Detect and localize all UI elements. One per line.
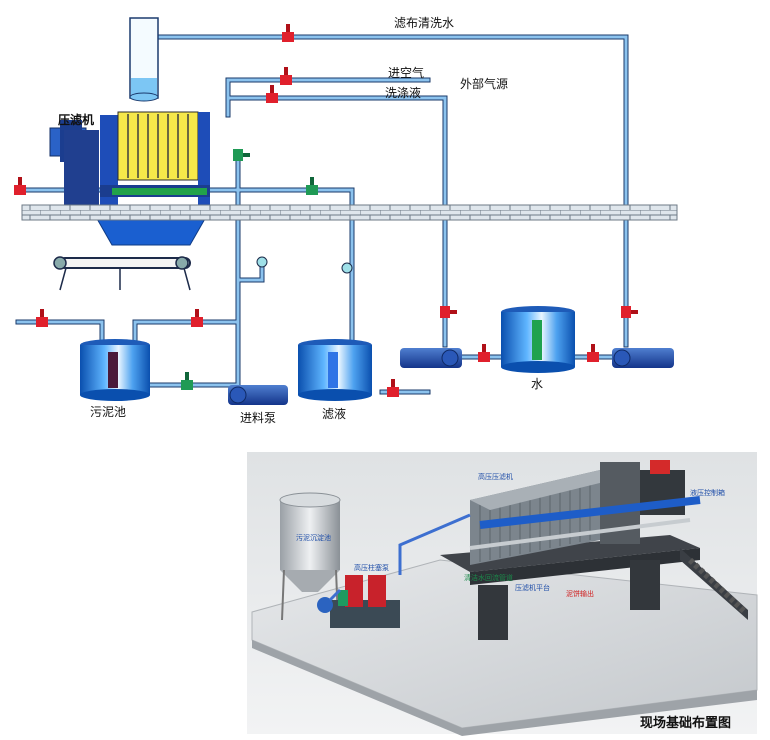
render-platform-label: 压滤机平台 — [515, 583, 550, 592]
conveyor — [53, 256, 191, 291]
sludge-tank-label: 污泥池 — [90, 405, 126, 419]
filtrate-label: 滤液 — [322, 406, 346, 421]
filter-press-label: 压滤机 — [58, 112, 94, 127]
filtrate-tank — [298, 339, 372, 401]
site-layout-render: 污泥沉淀池 高压柱塞泵 高压压滤机 液压控制箱 清洁水回流管道 压滤机平台 泥饼… — [247, 452, 758, 736]
wash-pump-right — [612, 348, 674, 368]
feed-pump — [228, 385, 288, 405]
wash-liquid-label: 洗涤液 — [385, 85, 421, 100]
render-mud-out-label: 泥饼输出 — [566, 589, 594, 598]
wash-water-column — [129, 17, 159, 102]
render-caption: 现场基础布置图 — [640, 716, 732, 731]
render-sludge-tank-label: 污泥沉淀池 — [296, 533, 331, 542]
sludge-tank — [80, 339, 150, 401]
render-sludge-tank — [279, 492, 341, 621]
cloth-wash-water-label: 滤布清洗水 — [394, 16, 454, 30]
feed-pump-label: 进料泵 — [240, 411, 276, 425]
water-tank — [501, 306, 575, 373]
wash-pump-left — [400, 348, 462, 368]
filter-press-schematic — [49, 111, 211, 246]
render-clean-water-label: 清洁水回流管道 — [464, 573, 513, 582]
render-hp-pump-label: 高压柱塞泵 — [354, 563, 389, 572]
render-filter-press — [469, 460, 701, 565]
render-platform — [440, 535, 748, 640]
valves — [14, 24, 638, 397]
render-hp-filter-press-label: 高压压滤机 — [478, 472, 513, 481]
render-hyd-control-label: 液压控制箱 — [690, 488, 725, 497]
external-air-label: 外部气源 — [460, 76, 508, 91]
render-hp-pump — [317, 575, 400, 628]
water-label: 水 — [531, 377, 543, 391]
brick-wall — [21, 204, 678, 221]
air-in-label: 进空气 — [388, 65, 424, 80]
